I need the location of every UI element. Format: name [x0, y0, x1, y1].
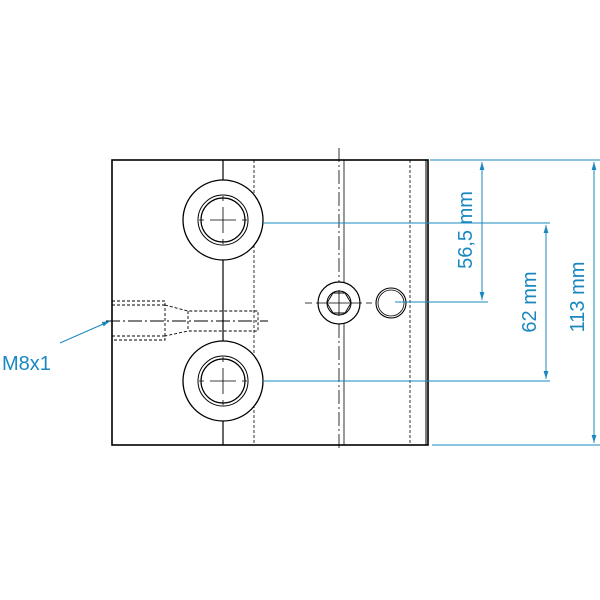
counterbore-hole-top [182, 179, 264, 261]
thread-leader [59, 320, 111, 344]
dimension-label-113: 113 mm [567, 262, 589, 333]
dimension-label-56-5: 56,5 mm [455, 191, 477, 269]
thread-label: M8x1 [2, 353, 51, 375]
counterbore-hole-bottom [182, 340, 264, 422]
dimension-lines [59, 159, 600, 446]
thread-bore [106, 300, 268, 341]
pin-hole [375, 287, 407, 319]
hex-socket-hole [305, 281, 372, 325]
dimension-label-62: 62 mm [519, 271, 541, 332]
block-outline [111, 148, 429, 450]
